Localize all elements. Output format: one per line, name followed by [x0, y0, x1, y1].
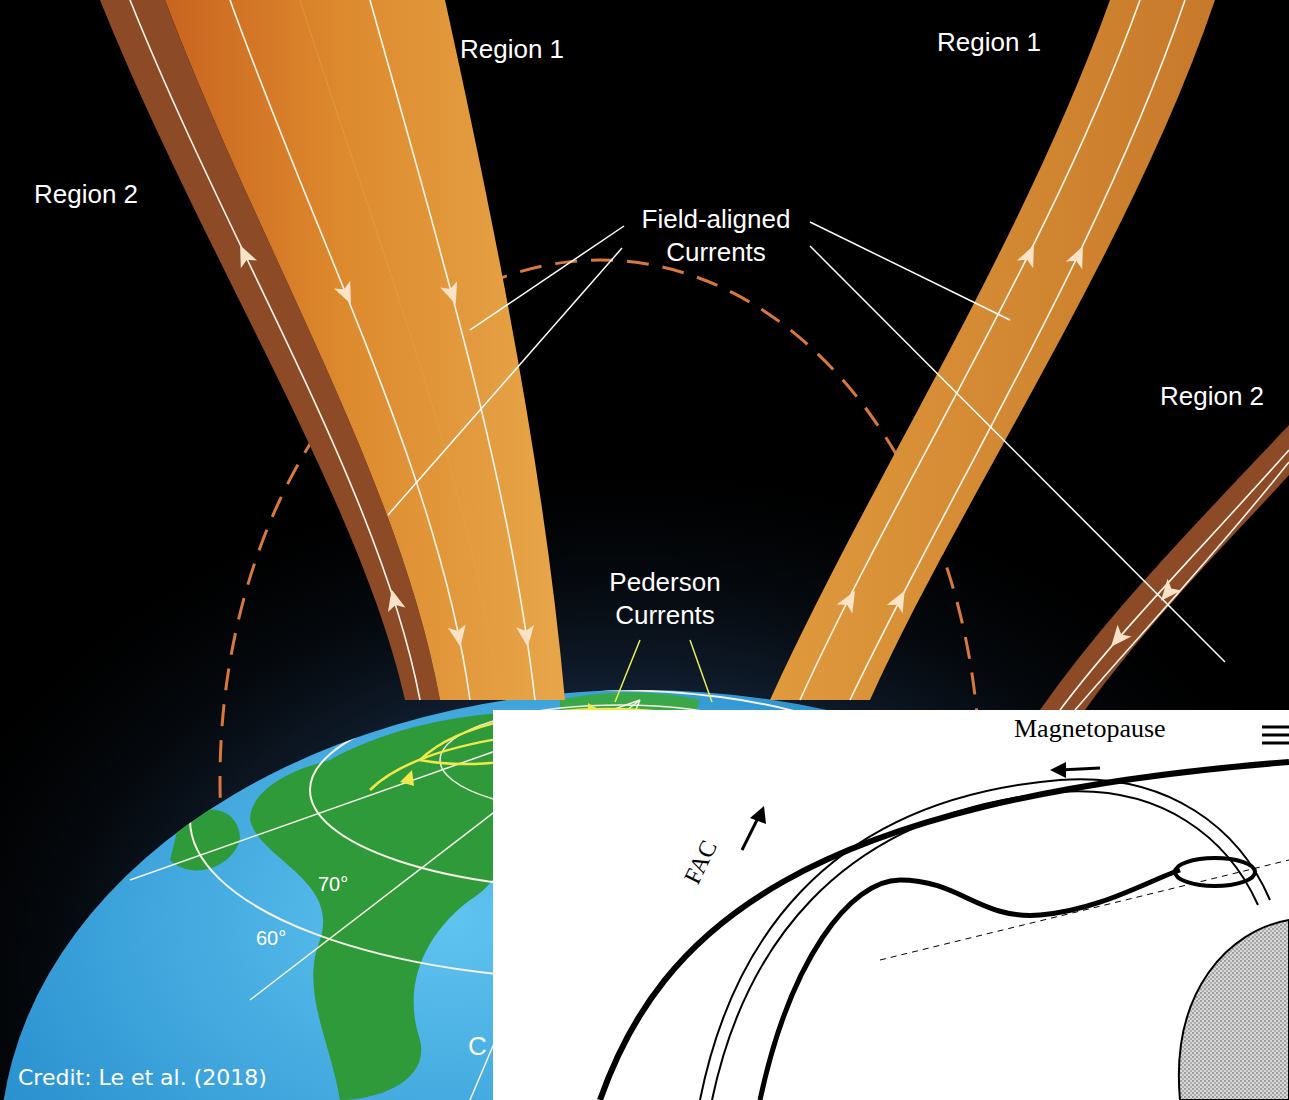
callout-label: Field-aligned Currents	[616, 203, 816, 268]
inset-title: Magnetopause	[1014, 713, 1166, 746]
leader-lines	[615, 640, 712, 702]
leader-lines	[388, 222, 1225, 662]
fac-label: FAC	[677, 835, 724, 889]
current-arrows	[232, 242, 1181, 653]
region-1-band	[165, 0, 565, 700]
region-label: Region 2	[34, 178, 138, 211]
region-label: Region 1	[460, 33, 564, 66]
region-label: Region 2	[1160, 380, 1264, 413]
region-label: Region 1	[937, 26, 1041, 59]
latitude-label: 70°	[318, 872, 348, 897]
latitude-label: 60°	[256, 926, 286, 951]
callout-label: Pederson Currents	[590, 566, 740, 631]
credit-note: Credit: Le et al. (2018)	[18, 1064, 267, 1092]
field-lines	[130, 0, 1289, 710]
region-2-band	[1040, 425, 1289, 710]
map-letter: C	[468, 1030, 487, 1063]
inset-panel	[493, 710, 1289, 1100]
